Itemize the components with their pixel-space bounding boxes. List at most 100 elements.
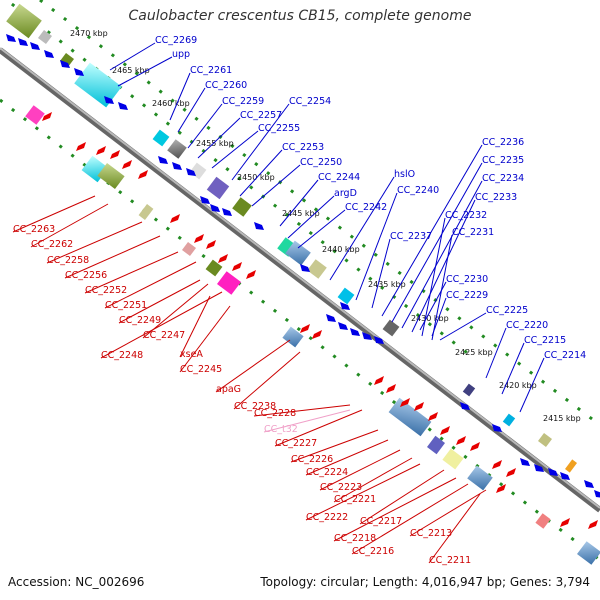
accession-text: Accession: NC_002696 <box>8 575 145 589</box>
ruler-tick-label: 2425 kbp <box>455 348 493 357</box>
forward-gene-arrow <box>74 68 84 76</box>
reverse-leader-line <box>359 469 445 525</box>
forward-gene-arrow <box>254 222 264 230</box>
reverse-leader-line <box>428 493 481 564</box>
forward-gene-label: upp <box>172 49 190 60</box>
forward-leader-line <box>211 130 259 169</box>
ruler-tick-label: 2415 kbp <box>543 414 581 423</box>
reverse-gene-arrow <box>76 142 86 151</box>
reverse-gene-label: CC_2245 <box>180 364 222 375</box>
forward-gene-label: CC_2259 <box>222 96 264 107</box>
forward-leader-line <box>329 176 395 281</box>
forward-gene-label: argD <box>334 188 357 199</box>
reverse-gene-label: CC_2263 <box>13 224 55 235</box>
forward-gene-arrow <box>326 314 336 322</box>
reverse-leader-line <box>351 483 469 555</box>
reverse-gene-label: CC_2251 <box>105 300 147 311</box>
reverse-gene-label: CC_2256 <box>65 270 107 281</box>
label-leaders <box>12 42 545 564</box>
reverse-gene-arrow <box>96 146 106 155</box>
forward-leader-line <box>109 42 156 71</box>
ruler-tick-label: 2450 kbp <box>237 173 275 182</box>
reverse-gene-label: CC_2228 <box>254 408 296 419</box>
forward-gene-label: CC_2261 <box>190 65 232 76</box>
ruler-tick-label: 2420 kbp <box>499 381 537 390</box>
forward-leader-line <box>391 162 483 323</box>
forward-leader-line <box>177 87 206 133</box>
ruler-tick-label: 2430 kbp <box>411 314 449 323</box>
reverse-gene-arrow <box>246 270 256 279</box>
forward-leader-line <box>421 217 446 337</box>
reverse-leader-line <box>333 477 457 542</box>
reverse-leader-line <box>118 279 201 324</box>
forward-gene-arrow <box>118 102 128 110</box>
forward-gene-label: CC_2269 <box>155 35 197 46</box>
reverse-leader-line <box>179 295 211 358</box>
reverse-gene-arrow <box>496 484 506 493</box>
reverse-gene-label: CC_2227 <box>275 438 317 449</box>
reverse-gene-arrow <box>110 150 120 159</box>
forward-gene-label: CC_2250 <box>300 157 342 168</box>
forward-gene-label: CC_2234 <box>482 173 524 184</box>
reverse-gene-label: CC_2262 <box>31 239 73 250</box>
reverse-gene-arrow <box>470 442 480 451</box>
ruler-tick-label: 2435 kbp <box>368 280 406 289</box>
forward-gene-arrow <box>340 302 350 310</box>
forward-gene-arrow <box>44 50 54 58</box>
forward-leader-line <box>197 117 241 159</box>
reverse-leader-line <box>253 404 351 417</box>
reverse-leader-line <box>263 409 351 433</box>
reverse-gene-label: CC_2249 <box>119 315 161 326</box>
forward-gene-label: CC_2254 <box>289 96 331 107</box>
reverse-strand-features <box>25 105 600 565</box>
forward-leader-line <box>279 179 319 227</box>
forward-leader-line <box>297 209 346 249</box>
reverse-leader-line <box>215 339 291 393</box>
reverse-gene-label: apaG <box>216 384 241 395</box>
forward-leader-line <box>231 103 290 181</box>
forward-strand-features <box>6 3 578 473</box>
forward-gene-arrow <box>338 322 348 330</box>
reverse-gene-label: CC_t32 <box>264 424 298 435</box>
reverse-leader-line <box>305 439 389 476</box>
reverse-gene-label: CC_2211 <box>429 555 471 566</box>
reverse-gene-arrow <box>414 402 424 411</box>
forward-gene-label: CC_2215 <box>524 335 566 346</box>
reverse-leader-line <box>319 449 401 491</box>
forward-gene-arrow <box>104 96 114 104</box>
map-title: Caulobacter crescentus CB15, complete ge… <box>128 8 472 24</box>
forward-gene-label: CC_2260 <box>205 80 247 91</box>
forward-gene-arrow <box>200 196 210 204</box>
forward-gene-label: CC_2253 <box>282 142 324 153</box>
reverse-leader-line <box>64 235 161 279</box>
reverse-gene-arrow <box>560 518 570 527</box>
reverse-gene-arrow <box>300 324 310 333</box>
forward-leader-line <box>419 281 447 331</box>
reverse-gene-arrow <box>194 234 204 243</box>
forward-gene-label: CC_2237 <box>390 231 432 242</box>
forward-gene-arrow <box>158 156 168 164</box>
forward-leader-line <box>401 180 483 329</box>
reverse-leader-line <box>104 261 197 309</box>
reverse-leader-line <box>409 489 487 537</box>
forward-leader-line <box>187 103 223 149</box>
forward-leader-line <box>431 297 447 337</box>
forward-gene-label: CC_2225 <box>486 305 528 316</box>
forward-gene-arrow <box>374 336 384 344</box>
reverse-leader-line <box>46 221 143 264</box>
reverse-gene-arrow <box>218 254 228 263</box>
reverse-gene-arrow <box>386 384 396 393</box>
reverse-leader-line <box>179 305 231 373</box>
forward-gene-label: CC_2220 <box>506 320 548 331</box>
forward-leader-line <box>431 234 453 341</box>
reverse-leader-line <box>84 251 179 294</box>
ruler-tick-label: 2455 kbp <box>196 139 234 148</box>
reverse-gene-label: CC_2218 <box>334 533 376 544</box>
reverse-leader-line <box>305 463 421 521</box>
reverse-leader-line <box>274 409 363 447</box>
ruler-tick-label: 2465 kbp <box>112 66 150 75</box>
forward-leader-line <box>381 144 483 317</box>
reverse-gene-label: CC_2248 <box>101 350 143 361</box>
forward-gene-label: CC_2233 <box>475 192 517 203</box>
